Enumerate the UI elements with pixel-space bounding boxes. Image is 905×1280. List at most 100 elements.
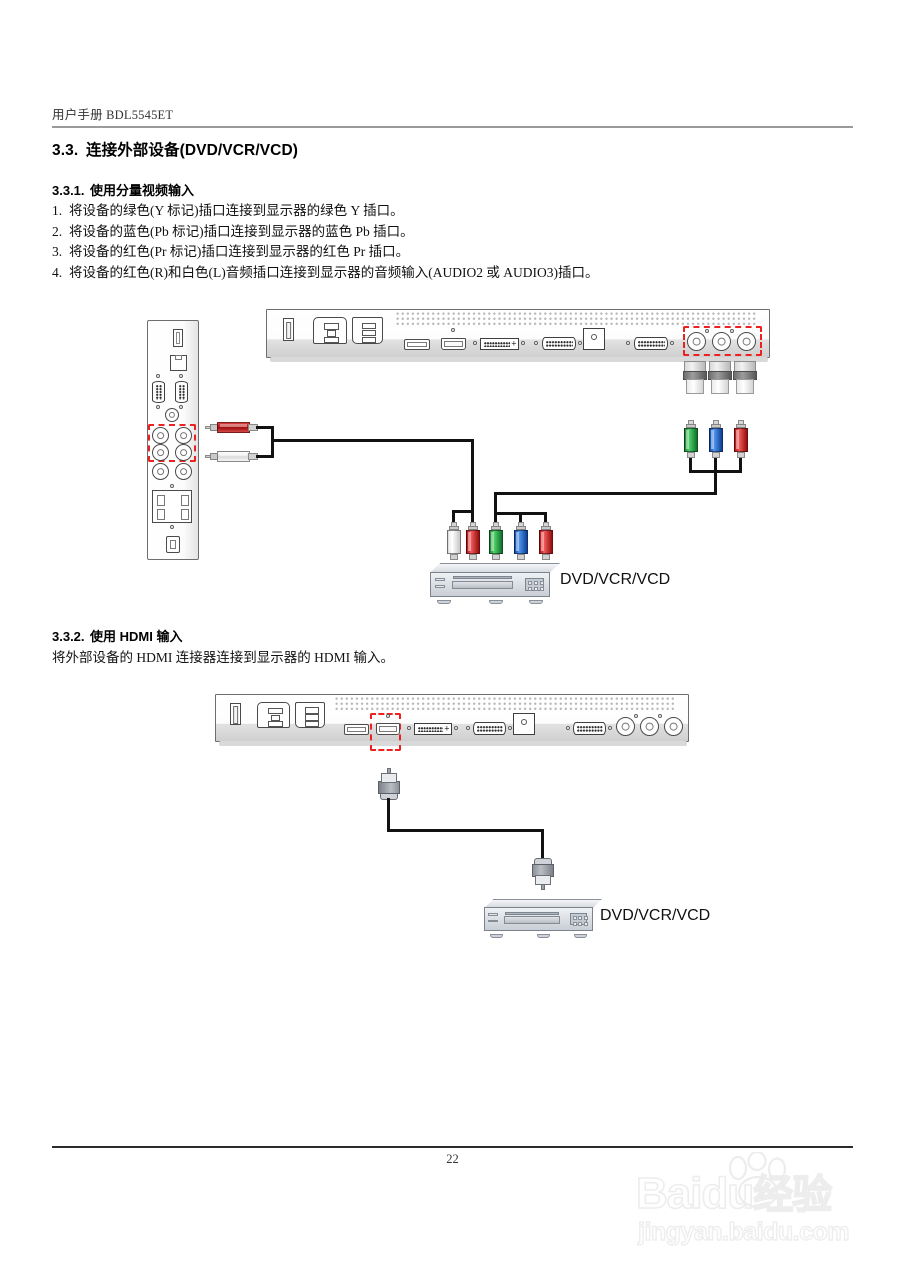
baidu-watermark: Baidu经验 jingyan.baidu.com	[635, 1152, 886, 1254]
component-jacks-highlight	[683, 326, 762, 356]
list-item-index: 1.	[52, 203, 63, 218]
wire-comp-red-stub	[739, 458, 742, 472]
audio-plug-white	[205, 451, 258, 462]
dvi-screw-right-icon-hdmi-fig	[454, 726, 459, 731]
dvi-port: +	[480, 338, 519, 350]
audio2-left-jack	[152, 427, 169, 444]
wire-audio-red	[256, 426, 274, 429]
audio-out-jack	[165, 408, 179, 422]
wire-audio-dvd-red-stub	[471, 510, 474, 524]
ac-outlet-hdmi	[295, 702, 325, 728]
usb-b-port	[166, 536, 180, 553]
dvi-screw-left-icon	[473, 341, 478, 346]
vga-in-screw-right-icon	[670, 341, 675, 346]
rca-barrel-pb	[708, 361, 732, 394]
audio3-left-jack	[152, 444, 169, 461]
jack-screw-1-icon-hdmi-fig	[634, 714, 639, 719]
power-rocker-switch[interactable]	[283, 318, 294, 341]
dvd-component-plug-green	[488, 522, 504, 560]
vga-out-screw-right-icon-hdmi-fig	[508, 726, 513, 731]
section-number-3-3-2: 3.3.2.	[52, 629, 85, 644]
wire-audio-join	[271, 426, 274, 458]
rj45-lan-port	[170, 355, 187, 371]
header-manual-title: 用户手册 BDL5545ET	[52, 108, 174, 122]
vga-out-screw-right-icon	[578, 341, 583, 346]
displayport-port-hdmi-fig	[344, 724, 369, 735]
list-item-text: 将设备的红色(Pr 标记)插口连接到显示器的红色 Pr 插口。	[69, 244, 410, 259]
component-steps-list: 1.将设备的绿色(Y 标记)插口连接到显示器的绿色 Y 插口。 2.将设备的蓝色…	[52, 201, 598, 283]
speaker-screw-bottom-icon	[170, 525, 175, 530]
section-heading-3-3-2: 3.3.2. 使用 HDMI 输入	[52, 626, 182, 645]
ac-inlet	[313, 317, 347, 344]
dvi-port-hdmi-fig: +	[414, 723, 452, 735]
section-title-3-3-2: 使用 HDMI 输入	[90, 629, 183, 644]
dvi-screw-left-icon-hdmi-fig	[407, 726, 412, 731]
vga-out-port-hdmi-fig	[473, 722, 506, 735]
component-pr-jack-hdmi-fig	[664, 717, 683, 736]
wire-audio-down	[471, 439, 474, 512]
list-item: 3. 将设备的红色(Pr 标记)插口连接到显示器的红色 Pr 插口。	[52, 242, 598, 263]
document-header: 用户手册 BDL5545ET	[52, 104, 853, 124]
list-item: 4.将设备的红色(R)和白色(L)音频插口连接到显示器的音频输入(AUDIO2 …	[52, 263, 598, 284]
vga-in-screw-left-icon	[626, 341, 631, 346]
hdmi-port-hdmi-fig	[376, 723, 400, 735]
ventilation-grille	[396, 312, 756, 325]
jack-screw-2-icon	[730, 329, 735, 334]
dvd-audio-plug-red	[465, 522, 481, 560]
rs232-in-port	[152, 381, 165, 403]
component-pr-jack	[737, 332, 756, 351]
vga-in-screw-left-icon-hdmi-fig	[566, 726, 571, 731]
rs232-in-screw-top-icon	[156, 374, 161, 379]
usb-a-port	[173, 329, 183, 347]
audio-extra-right-jack	[175, 463, 192, 480]
wire-audio-white	[256, 455, 274, 458]
hdmi-port	[441, 338, 466, 350]
audio-plug-red	[205, 422, 258, 433]
dvd-player-label-1: DVD/VCR/VCD	[560, 571, 671, 588]
rs232-out-port	[175, 381, 188, 403]
hdmi-port-highlight	[370, 713, 401, 751]
vga-out-port	[542, 337, 576, 350]
rs232-out-screw-bottom-icon	[179, 405, 184, 410]
wire-comp-green-stub	[689, 458, 692, 472]
vga-out-screw-left-icon-hdmi-fig	[466, 726, 471, 731]
component-pb-jack	[712, 332, 731, 351]
watermark-brand: Baidu经验	[635, 1169, 833, 1218]
ventilation-grille-hdmi	[335, 697, 676, 710]
service-port-box-hdmi-fig	[513, 713, 535, 735]
ac-inlet-hdmi	[257, 702, 290, 728]
wire-comp-down-to-dvd	[494, 492, 497, 514]
component-y-jack	[687, 332, 706, 351]
jack-screw-2-icon-hdmi-fig	[658, 714, 663, 719]
speaker-terminal-block	[152, 490, 192, 523]
footer-divider	[52, 1146, 853, 1148]
vga-in-screw-right-icon-hdmi-fig	[608, 726, 613, 731]
dvd-player-label-2: DVD/VCR/VCD	[600, 907, 711, 924]
rs232-out-screw-top-icon	[179, 374, 184, 379]
section-number-3-3: 3.3.	[52, 142, 79, 159]
hdmi-cable-plug-device-side	[531, 858, 555, 890]
wire-comp-blue-stub	[714, 458, 717, 472]
section-heading-3-3-1: 3.3.1.使用分量视频输入	[52, 180, 194, 199]
vga-in-port	[634, 337, 668, 350]
audio-extra-left-jack	[152, 463, 169, 480]
hdmi-instruction-text: 将外部设备的 HDMI 连接器连接到显示器的 HDMI 输入。	[52, 650, 394, 665]
component-plug-green	[683, 420, 699, 458]
list-item: 1.将设备的绿色(Y 标记)插口连接到显示器的绿色 Y 插口。	[52, 201, 598, 222]
rca-barrel-pr	[733, 361, 757, 394]
dvd-component-plug-red	[538, 522, 554, 560]
wire-dvd-red-stub	[544, 512, 547, 524]
rear-panel-shadow-hdmi	[219, 741, 687, 746]
wire-hdmi-vertical-top	[387, 798, 390, 831]
power-rocker-switch-hdmi[interactable]	[230, 703, 241, 725]
watermark-brand-text: Baidu	[635, 1169, 755, 1218]
wire-audio-dvd-white-stub	[452, 510, 455, 524]
audio2-right-jack	[175, 427, 192, 444]
list-item-text: 将设备的红色(R)和白色(L)音频插口连接到显示器的音频输入(AUDIO2 或 …	[69, 264, 599, 280]
header-divider	[52, 126, 853, 128]
component-plug-red	[733, 420, 749, 458]
wire-dvd-blue-stub	[519, 512, 522, 524]
list-item-index: 3.	[52, 244, 63, 259]
wire-comp-run	[494, 492, 717, 495]
wire-hdmi-vertical-bottom	[541, 829, 544, 861]
